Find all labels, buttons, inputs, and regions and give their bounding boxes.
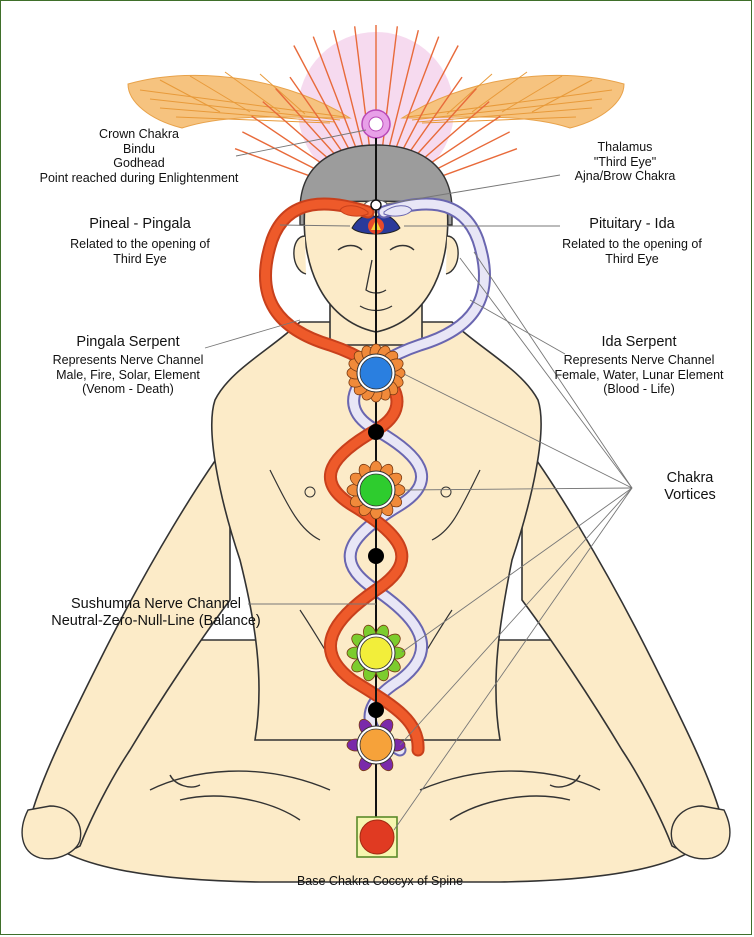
chest-detail — [269, 469, 481, 681]
spine-knot — [368, 548, 384, 564]
heart-chakra — [346, 460, 406, 520]
heart-chakra-core — [359, 473, 393, 507]
pituitary-desc: Third Eye — [605, 251, 659, 266]
pineal-title: Pineal - Pingala — [89, 216, 191, 232]
crown-line: Crown Chakra — [99, 127, 179, 141]
thalamus-line: Ajna/Brow Chakra — [574, 169, 676, 184]
right-wing-feathers — [406, 71, 613, 124]
pingala-desc: Represents Nerve Channel — [52, 352, 204, 367]
label-sushumna: Sushumna Nerve Channel Neutral-Zero-Null… — [26, 596, 286, 630]
thalamus-line: Thalamus — [597, 140, 653, 154]
label-pingala: Pingala Serpent Represents Nerve Channel… — [28, 334, 228, 397]
vortices-line: Vortices — [664, 486, 716, 503]
ida-desc: (Blood - Life) — [603, 382, 675, 397]
left-foot — [149, 770, 331, 821]
ida-desc: Female, Water, Lunar Element — [554, 367, 724, 382]
pituitary-title: Pituitary - Ida — [589, 216, 675, 232]
left-wing-feathers — [139, 71, 346, 124]
crown-line: Bindu — [123, 141, 155, 156]
ida-serpent-fill — [345, 199, 489, 755]
right-ear — [445, 235, 459, 275]
crown-chakra-inner — [368, 116, 384, 132]
ida-head — [383, 205, 413, 217]
label-pineal: Pineal - Pingala Related to the opening … — [30, 216, 250, 266]
sacral-chakra-core — [359, 728, 393, 762]
left-ear — [293, 235, 307, 275]
pingala-desc: (Venom - Death) — [82, 382, 174, 397]
throat-chakra-core — [359, 356, 393, 390]
label-chakra-vortices: Chakra Vortices — [640, 470, 740, 504]
left-nipple — [304, 486, 316, 498]
pingala-desc: Male, Fire, Solar, Element — [56, 367, 200, 382]
right-nipple — [440, 486, 452, 498]
right-foot — [419, 770, 601, 821]
crown-line: Point reached during Enlightenment — [39, 170, 239, 185]
pingala-head — [339, 205, 369, 217]
nose — [365, 259, 387, 294]
pingala-serpent-fill — [261, 199, 423, 755]
thalamus-line: "Third Eye" — [593, 154, 657, 169]
ida-title: Ida Serpent — [601, 334, 677, 350]
base-title: Base Chakra Coccyx of Spine — [296, 874, 464, 888]
label-ida: Ida Serpent Represents Nerve Channel Fem… — [534, 334, 744, 397]
sushumna-line: Neutral-Zero-Null-Line (Balance) — [51, 612, 261, 629]
eyes — [337, 244, 415, 251]
label-pituitary: Pituitary - Ida Related to the opening o… — [522, 216, 742, 266]
spine-knot — [368, 424, 384, 440]
base-chakra — [359, 819, 395, 855]
vortices-line: Chakra — [666, 470, 714, 486]
label-thalamus: Thalamus "Third Eye" Ajna/Brow Chakra — [545, 140, 705, 184]
crown-line: Godhead — [113, 156, 165, 171]
crown-point — [370, 199, 382, 211]
spine-knot — [368, 702, 384, 718]
solar-plexus-chakra — [346, 624, 406, 682]
label-crown: Crown Chakra Bindu Godhead Point reached… — [14, 127, 264, 186]
throat-chakra — [346, 343, 406, 403]
label-base: Base Chakra Coccyx of Spine — [260, 874, 500, 889]
pingala-title: Pingala Serpent — [76, 334, 180, 350]
pineal-desc: Related to the opening of — [70, 236, 210, 251]
sacral-chakra — [346, 718, 406, 772]
sushumna-line: Sushumna Nerve Channel — [70, 596, 242, 612]
leader-lines — [204, 129, 633, 831]
right-hand — [670, 805, 731, 860]
ida-desc: Represents Nerve Channel — [563, 352, 715, 367]
solar-plexus-chakra-core — [359, 636, 393, 670]
left-hand — [21, 805, 82, 860]
pineal-desc: Third Eye — [113, 251, 167, 266]
pituitary-desc: Related to the opening of — [562, 236, 702, 251]
